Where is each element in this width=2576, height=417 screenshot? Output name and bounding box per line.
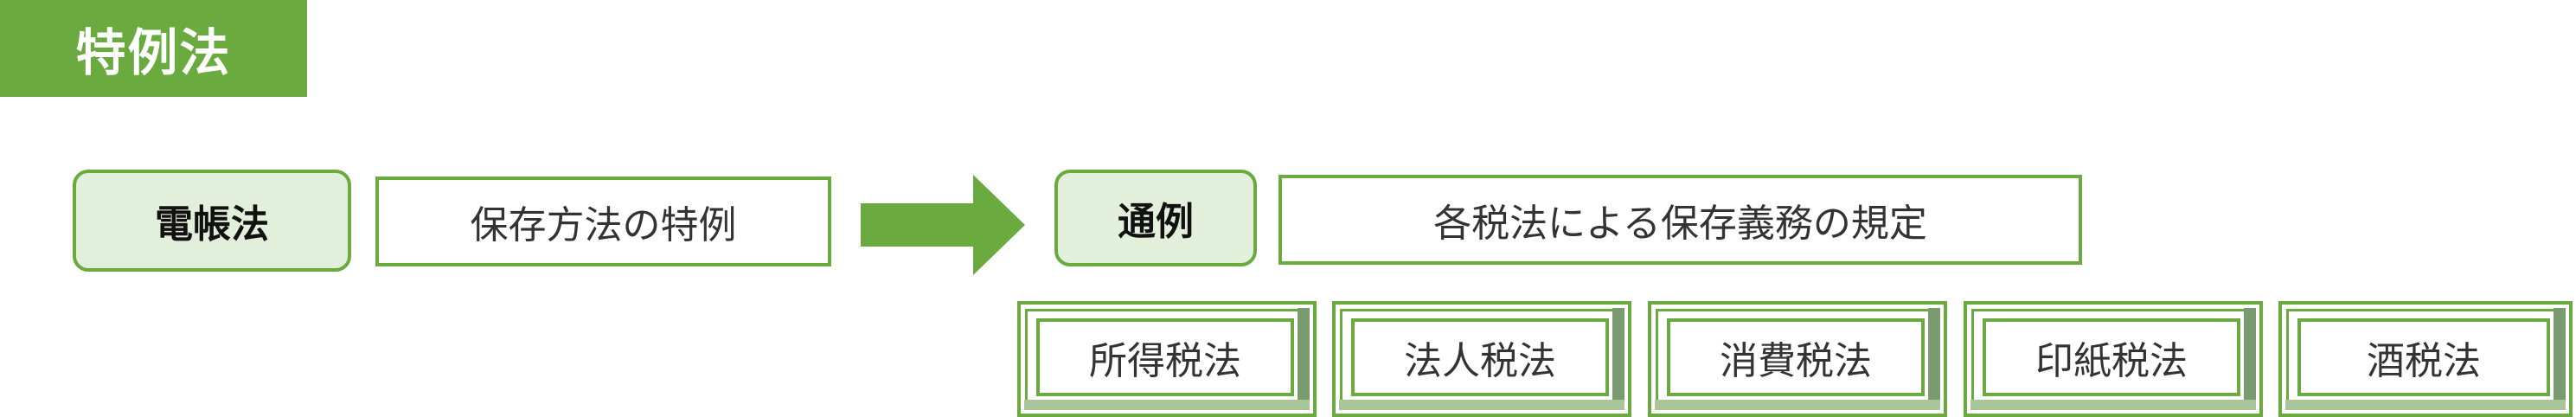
tax-law-box-stamp: 印紙税法 — [1964, 301, 2263, 417]
desc-box-storage-obligation: 各税法による保存義務の規定 — [1278, 175, 2082, 265]
label-box-denchoho: 電帳法 — [73, 170, 351, 272]
title-text: 特例法 — [75, 23, 232, 82]
tax-law-label-consumption: 消費税法 — [1667, 318, 1925, 396]
label-text-denchoho: 電帳法 — [155, 202, 269, 247]
tax-law-label-corporate: 法人税法 — [1351, 318, 1609, 396]
page-title: 特例法 — [0, 0, 307, 97]
tax-law-label-income: 所得税法 — [1036, 318, 1294, 396]
tax-law-box-corporate: 法人税法 — [1332, 301, 1631, 417]
desc-text-storage-obligation: 各税法による保存義務の規定 — [1433, 202, 1927, 246]
label-text-tsurei: 通例 — [1118, 200, 1194, 244]
desc-text-special-storage: 保存方法の特例 — [470, 203, 737, 247]
right-arrow-icon — [861, 175, 1025, 275]
label-box-tsurei: 通例 — [1054, 170, 1257, 266]
tax-law-label-stamp: 印紙税法 — [1983, 318, 2240, 396]
tax-law-label-liquor: 酒税法 — [2297, 318, 2550, 396]
tax-law-box-consumption: 消費税法 — [1648, 301, 1947, 417]
tax-law-box-income: 所得税法 — [1017, 301, 1317, 417]
tax-law-box-liquor: 酒税法 — [2278, 301, 2573, 417]
desc-box-special-storage: 保存方法の特例 — [375, 176, 831, 266]
